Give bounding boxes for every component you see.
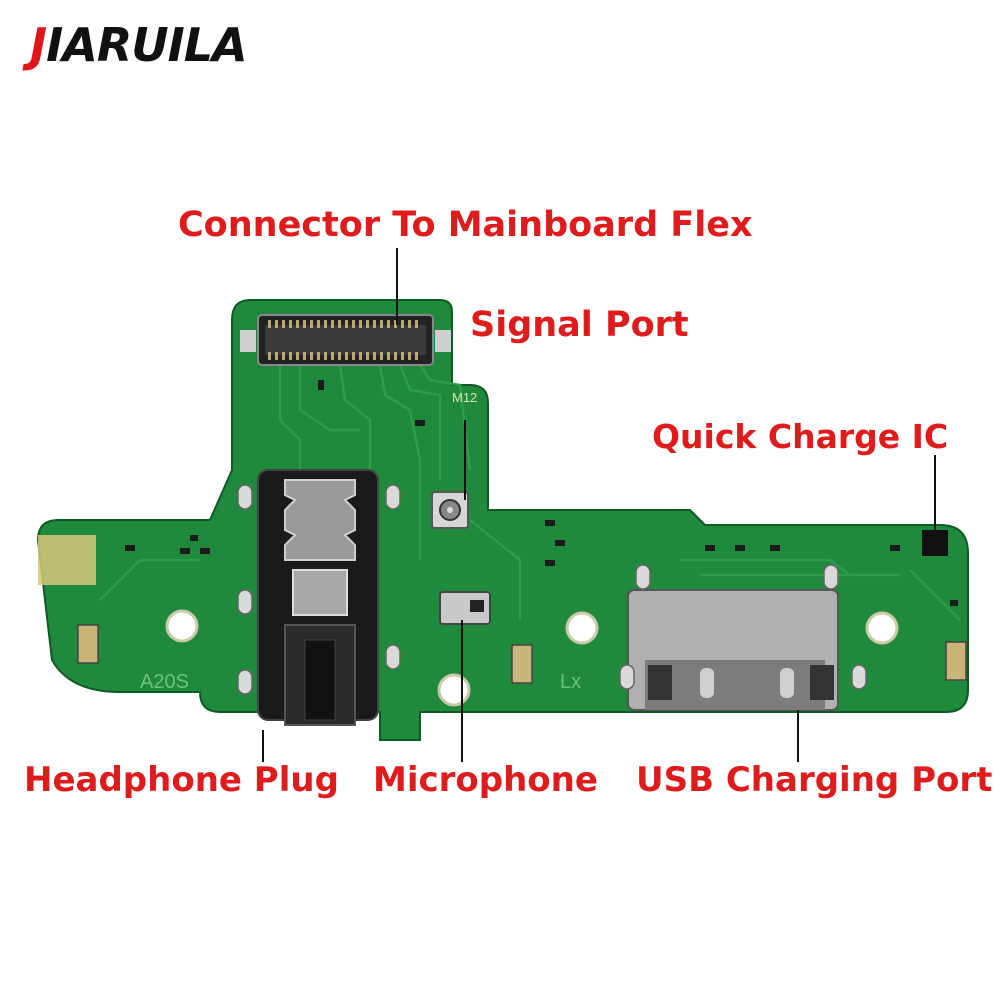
label-microphone: Microphone [373, 760, 598, 800]
brand-rest: IARUILA [46, 18, 248, 72]
mounting-hole [865, 611, 899, 645]
usb-port [627, 589, 839, 711]
label-signal-port: Signal Port [470, 305, 689, 345]
quick-charge-ic [922, 530, 948, 556]
brand-first-letter: J [30, 18, 47, 72]
label-quick-charge-ic: Quick Charge IC [652, 417, 949, 456]
microphone-component [439, 591, 491, 625]
label-usb-charging-port: USB Charging Port [636, 760, 993, 800]
mounting-hole [437, 673, 471, 707]
mounting-hole [165, 609, 199, 643]
mainboard-connector [240, 314, 451, 366]
silkscreen-model: A20S [140, 671, 189, 693]
signal-port [431, 491, 469, 529]
silkscreen-lx: Lx [560, 671, 581, 693]
mounting-hole [565, 611, 599, 645]
silkscreen-code: M12 [452, 390, 477, 405]
brand-logo: JIARUILA [30, 18, 248, 72]
headphone-jack [257, 469, 379, 726]
data-matrix-code [38, 535, 96, 585]
label-connector: Connector To Mainboard Flex [178, 205, 753, 245]
label-headphone-plug: Headphone Plug [24, 760, 339, 800]
